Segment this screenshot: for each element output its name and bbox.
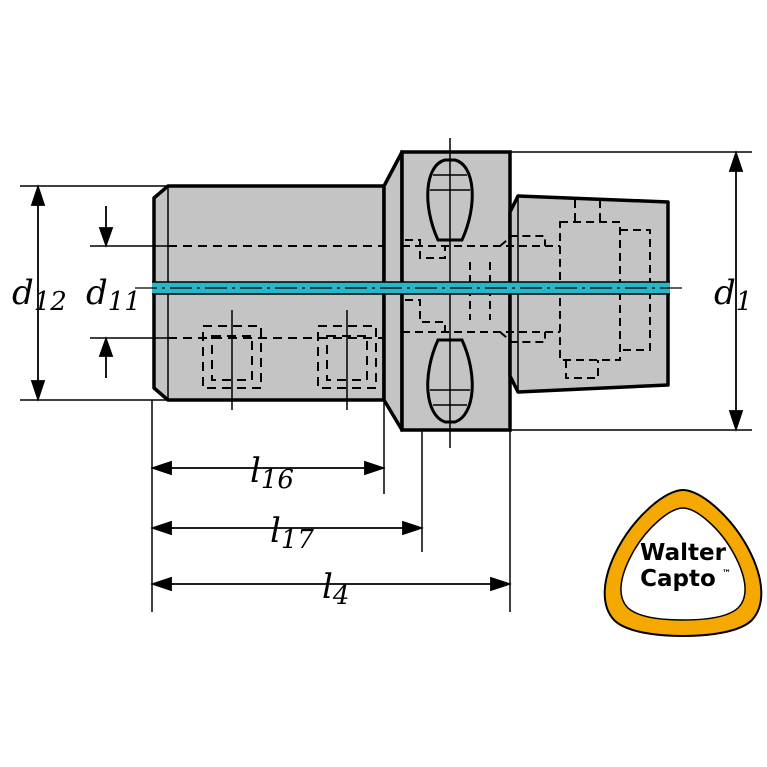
label-l16: l16 (250, 451, 294, 495)
label-d1: d1 (714, 273, 752, 317)
label-l17: l17 (270, 511, 314, 555)
label-d12: d12 (12, 273, 67, 317)
label-l4: l4 (322, 567, 349, 611)
logo-text-walter: Walter (640, 540, 727, 566)
coolant-channel (152, 282, 670, 294)
extension-lines (20, 151, 752, 612)
logo-trademark: ™ (722, 569, 731, 579)
dimension-lines (30, 150, 744, 592)
logo-text-capto: Capto (640, 566, 716, 592)
label-d11: d11 (86, 273, 141, 317)
walter-capto-logo: Walter Capto ™ (603, 488, 763, 638)
logo-inner (620, 507, 746, 621)
screw-centerlines (231, 310, 348, 410)
